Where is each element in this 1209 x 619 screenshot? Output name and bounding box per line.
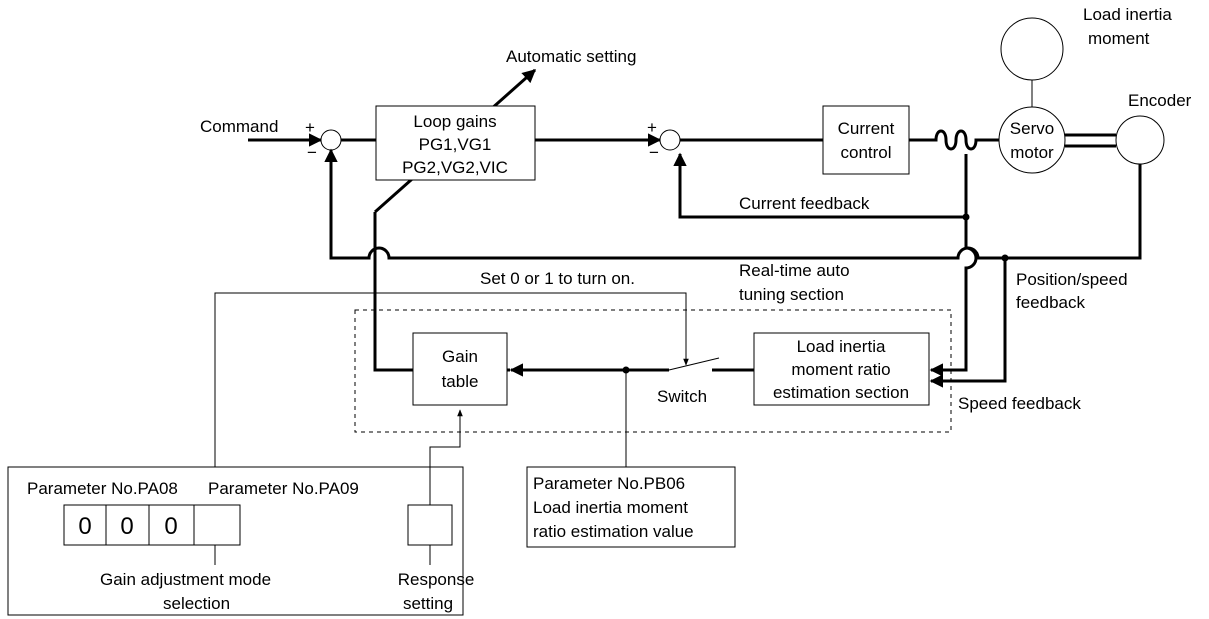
plus-sign: + xyxy=(647,118,657,137)
switch-block: Switch xyxy=(507,357,754,406)
gain-adjustment-line-2: selection xyxy=(163,594,230,613)
estimation-line-1: Load inertia xyxy=(797,337,886,356)
pa08-digit-boxes: 0 0 0 xyxy=(63,504,241,546)
pa08-digit-3-value: 0 xyxy=(164,513,177,540)
loop-gains-line-1: Loop gains xyxy=(413,112,496,131)
gain-table-line-1: Gain xyxy=(442,347,478,366)
forward-path xyxy=(248,129,1116,151)
load-circle xyxy=(1000,17,1064,81)
realtime-auto-tuning-section: Real-time auto tuning section xyxy=(354,261,952,433)
pa08-digit-1[interactable] xyxy=(63,504,107,546)
switch-label: Switch xyxy=(657,387,707,406)
pb06-line-3: ratio estimation value xyxy=(533,522,694,541)
pa08-digit-1-value: 0 xyxy=(78,513,91,540)
position-speed-feedback-line-1: Position/speed xyxy=(1016,270,1128,289)
power-line-to-motor xyxy=(909,129,1000,151)
load-inertia-block: Load inertia moment xyxy=(1000,5,1172,108)
plus-sign: + xyxy=(305,118,315,137)
estimation-section-block: Load inertia moment ratio estimation sec… xyxy=(753,332,930,406)
realtime-section-line-2: tuning section xyxy=(739,285,844,304)
param-pa09-label: Parameter No.PA09 xyxy=(208,479,359,498)
summing-junction-2: + − xyxy=(647,118,681,162)
param-pa08-label: Parameter No.PA08 xyxy=(27,479,178,498)
pa09-value-box[interactable] xyxy=(407,504,453,546)
encoder-label: Encoder xyxy=(1128,91,1192,110)
minus-sign: − xyxy=(307,143,317,162)
load-inertia-line-1: Load inertia xyxy=(1083,5,1172,24)
servo-motor-block: Servo motor xyxy=(998,106,1066,174)
loop-gains-line-2: PG1,VG1 xyxy=(419,135,492,154)
servo-motor-line-2: motor xyxy=(1010,143,1054,162)
set-0-or-1-arrow xyxy=(214,292,689,515)
command-label: Command xyxy=(200,117,278,136)
speed-feedback-label: Speed feedback xyxy=(958,394,1081,413)
load-inertia-line-2: moment xyxy=(1088,29,1150,48)
current-to-estimation-arrow xyxy=(929,217,978,377)
current-control-line-2: control xyxy=(840,143,891,162)
gain-table-line-2: table xyxy=(442,372,479,391)
current-control-block: Current control xyxy=(822,105,910,175)
position-speed-feedback-loop: Position/speed feedback xyxy=(324,148,1142,312)
position-speed-feedback-line-2: feedback xyxy=(1016,293,1085,312)
current-control-line-1: Current xyxy=(838,119,895,138)
position-speed-feedback-line xyxy=(324,148,1142,260)
loop-gains-block: Loop gains PG1,VG1 PG2,VG2,VIC xyxy=(375,105,536,181)
pa08-digit-2-value: 0 xyxy=(120,513,133,540)
switch-blade xyxy=(668,357,720,371)
response-setting-line-1: Response xyxy=(398,570,475,589)
param-pb06-block: Parameter No.PB06 Load inertia moment ra… xyxy=(526,370,736,548)
automatic-setting-label: Automatic setting xyxy=(506,47,636,66)
servo-motor-circle xyxy=(998,106,1066,174)
estimation-line-2: moment ratio xyxy=(791,360,890,379)
gain-table-output-line xyxy=(373,212,413,372)
current-feedback-line xyxy=(673,152,968,219)
gain-table-block: Gain table xyxy=(412,332,508,406)
realtime-section-border xyxy=(354,309,952,433)
pa09-to-gain-table-arrow xyxy=(429,409,463,505)
pb06-line-2: Load inertia moment xyxy=(533,498,688,517)
loop-gains-line-3: PG2,VG2,VIC xyxy=(402,158,508,177)
current-feedback-loop: Current feedback xyxy=(673,152,970,221)
parameter-settings-panel: Parameter No.PA08 Parameter No.PA09 0 0 … xyxy=(7,409,475,616)
current-feedback-label: Current feedback xyxy=(739,194,870,213)
response-setting-line-2: setting xyxy=(403,594,453,613)
minus-sign: − xyxy=(649,143,659,162)
encoder-block: Encoder xyxy=(1115,91,1192,165)
realtime-section-line-1: Real-time auto xyxy=(739,261,850,280)
servo-motor-line-1: Servo xyxy=(1010,119,1054,138)
pb06-line-1: Parameter No.PB06 xyxy=(533,474,685,493)
pa08-digit-3[interactable] xyxy=(148,504,195,546)
estimation-line-3: estimation section xyxy=(773,383,909,402)
pa08-digit-4[interactable] xyxy=(193,504,241,546)
pa08-digit-2[interactable] xyxy=(105,504,150,546)
gain-adjustment-line-1: Gain adjustment mode xyxy=(100,570,271,589)
encoder-circle xyxy=(1115,115,1165,165)
set-0-or-1-label: Set 0 or 1 to turn on. xyxy=(480,269,635,288)
speed-feedback-arrow xyxy=(929,258,1007,388)
